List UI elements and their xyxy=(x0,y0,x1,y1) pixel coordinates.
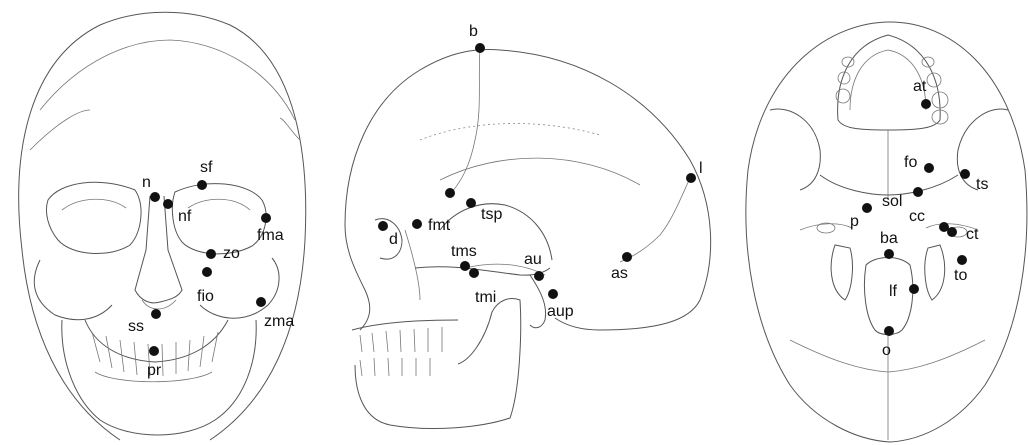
landmark-aup-point xyxy=(548,289,558,299)
landmark-at-point xyxy=(921,99,931,109)
landmark-ba-point xyxy=(884,249,894,259)
landmark-zma-label: zma xyxy=(264,313,294,330)
landmark-au-label: au xyxy=(524,251,542,268)
landmark-fio-label: fio xyxy=(197,288,214,305)
frontal-view: n nf sf fma zo fio ss zma pr xyxy=(19,12,306,440)
landmark-as-label: as xyxy=(611,265,628,282)
landmark-lf-point xyxy=(909,284,919,294)
basal-view: at fo ts sol p cc ct ba to lf o xyxy=(746,22,1027,442)
landmark-nf-label: nf xyxy=(178,208,192,225)
landmark-zo-point xyxy=(206,249,216,259)
landmark-b-label: b xyxy=(469,23,478,40)
landmark-tmi-point xyxy=(469,268,479,278)
landmark-tms-label: tms xyxy=(451,243,477,260)
landmark-o-point xyxy=(884,326,894,336)
landmark-d-label: d xyxy=(389,231,398,248)
landmark-sol-point xyxy=(913,187,923,197)
landmark-pr-point xyxy=(149,346,159,356)
landmark-n-point xyxy=(150,192,160,202)
landmark-tsp-point xyxy=(466,198,476,208)
landmark-n-label: n xyxy=(142,174,151,191)
landmark-fma-point xyxy=(261,213,271,223)
landmark-at-label: at xyxy=(913,78,927,95)
landmark-au-point xyxy=(534,271,544,281)
landmark-pr-label: pr xyxy=(147,362,162,379)
landmark-ct-point xyxy=(947,227,957,237)
landmark-fmt-label: fmt xyxy=(428,217,451,234)
landmark-fma-label: fma xyxy=(257,227,284,244)
landmark-ts-point xyxy=(960,169,970,179)
lateral-landmarks: b l tsp fmt d tms tmi au aup as xyxy=(378,23,703,320)
landmark-fo-point xyxy=(924,163,934,173)
landmark-aup-label: aup xyxy=(547,303,574,320)
landmark-zma-point xyxy=(256,297,266,307)
frontal-landmarks: n nf sf fma zo fio ss zma pr xyxy=(128,159,294,379)
landmark-ba-label: ba xyxy=(880,230,898,247)
landmark-ts-label: ts xyxy=(976,176,988,193)
landmark-tsp-anterior-point xyxy=(445,188,455,198)
landmark-sol-label: sol xyxy=(882,193,902,210)
landmark-fio-point xyxy=(202,267,212,277)
landmark-to-label: to xyxy=(954,267,967,284)
lateral-view: b l tsp fmt d tms tmi au aup as xyxy=(345,23,711,429)
lateral-skull-outline xyxy=(345,48,711,429)
basal-landmarks: at fo ts sol p cc ct ba to lf o xyxy=(850,78,988,359)
landmark-as-point xyxy=(622,252,632,262)
landmark-ss-point xyxy=(151,309,161,319)
landmark-p-point xyxy=(862,203,872,213)
landmark-sf-label: sf xyxy=(200,159,213,176)
landmark-tms-point xyxy=(460,261,470,271)
landmark-nf-point xyxy=(163,199,173,209)
landmark-lf-label: lf xyxy=(889,283,898,300)
landmark-ct-label: ct xyxy=(966,226,979,243)
landmark-tmi-label: tmi xyxy=(475,289,496,306)
landmark-cc-label: cc xyxy=(909,208,925,225)
landmark-sf-point xyxy=(197,180,207,190)
landmark-ss-label: ss xyxy=(128,318,144,335)
landmark-p-label: p xyxy=(850,213,859,230)
landmark-l-point xyxy=(686,173,696,183)
landmark-fo-label: fo xyxy=(904,154,917,171)
landmark-o-label: o xyxy=(882,342,891,359)
landmark-l-label: l xyxy=(699,160,703,177)
landmark-b-point xyxy=(475,43,485,53)
landmark-zo-label: zo xyxy=(223,245,240,262)
landmark-fmt-point xyxy=(412,219,422,229)
landmark-to-point xyxy=(957,255,967,265)
landmark-tsp-label: tsp xyxy=(481,206,502,223)
landmark-d-point xyxy=(378,221,388,231)
